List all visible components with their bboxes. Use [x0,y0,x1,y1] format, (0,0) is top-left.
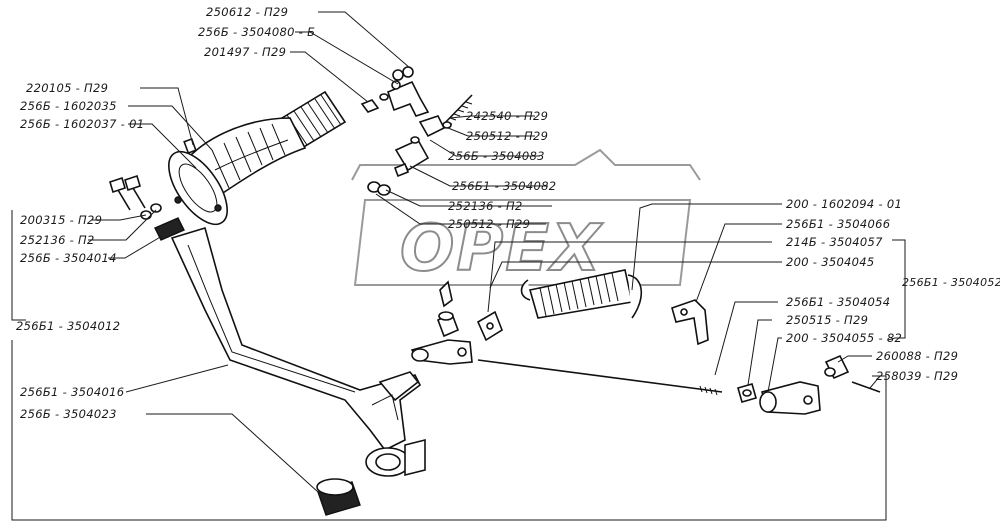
leader-lines [11,11,906,521]
label-260088-p29: 260088 - П29 [876,349,958,363]
label-256b1-3504066: 256Б1 - 3504066 [786,217,890,231]
label-242540-p29: 242540 - П29 [466,109,548,123]
label-250512-p29-a: 250512 - П29 [466,129,548,143]
watermark-frame [353,199,692,286]
label-220105-p29: 220105 - П29 [26,81,108,95]
cotter-pin [439,280,453,308]
lever-pivot-hub [365,438,426,477]
label-256b1-3504054: 256Б1 - 3504054 [786,295,890,309]
label-250512-p29-b: 250512 - П29 [448,217,530,231]
bushing-3504023 [316,478,361,516]
label-256b1-3504082: 256Б1 - 3504082 [452,179,556,193]
part-labels: 250612 - П29 256Б - 3504080 - Б 201497 -… [16,5,1000,421]
spring-bracket [671,299,709,346]
label-200-3504055-82: 200 - 3504055 - 82 [786,331,902,345]
label-200315-p29: 200315 - П29 [20,213,102,227]
link-plate [476,310,503,342]
label-256b1-3504052: 256Б1 - 3504052 [902,276,1000,289]
watermark-gear-edge [351,148,701,181]
adjuster-block [393,115,452,178]
label-201497-p29: 201497 - П29 [204,45,286,59]
label-256b-1602035: 256Б - 1602035 [20,99,117,113]
label-256b-3504023: 256Б - 3504023 [20,407,117,421]
nut-250515 [737,383,757,403]
label-214b-3504057: 214Б - 3504057 [786,235,883,249]
pin-260088 [824,354,850,380]
label-200-1602094-01: 200 - 1602094 - 01 [786,197,902,211]
washers-middle [367,181,391,196]
label-256b-3504080-b: 256Б - 3504080 - Б [198,25,315,39]
label-256b-3504014: 256Б - 3504014 [20,251,117,265]
clevis-pin [436,311,460,338]
label-252136-p2-b: 252136 - П2 [20,233,95,247]
label-200-3504045: 200 - 3504045 [786,255,875,269]
pedal-lever [170,226,422,452]
label-256b1-3504016: 256Б1 - 3504016 [20,385,124,399]
nut-201497 [360,93,389,113]
fork-clevis [410,339,473,365]
cotter-pin-258039 [851,381,881,393]
top-bracket [387,66,430,117]
pedal-shaft [154,217,185,241]
label-256b1-3504012: 256Б1 - 3504012 [16,319,120,333]
label-256b-3504083: 256Б - 3504083 [448,149,545,163]
label-256b-1602037-01: 256Б - 1602037 - 01 [20,117,144,131]
return-spring [520,269,643,319]
bolts-200315 [109,174,146,211]
screw-220105 [183,137,197,155]
label-250515-p29: 250515 - П29 [786,313,868,327]
label-250612-p29: 250612 - П29 [206,5,288,19]
label-252136-p2-a: 252136 - П2 [448,199,523,213]
long-rod [477,359,723,396]
label-258039-p29: 258039 - П29 [876,369,958,383]
